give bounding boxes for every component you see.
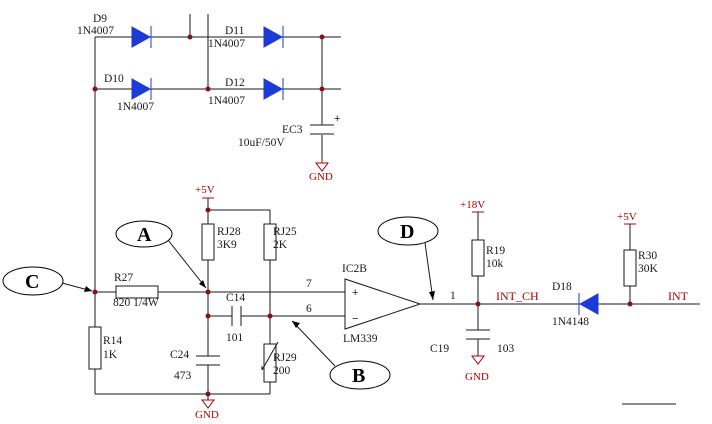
callout-b-label: B (352, 365, 365, 387)
d10-value: 1N4007 (117, 101, 154, 113)
rj25-ref: RJ25 (273, 226, 297, 238)
r19-value: 10k (486, 258, 504, 270)
diode-d10 (131, 78, 152, 100)
callout-c-label: C (25, 271, 39, 293)
ec3-polarity: + (334, 113, 340, 125)
resistor-r30 (623, 249, 637, 287)
diode-d9 (131, 26, 152, 48)
resistor-rj28 (201, 223, 215, 261)
ground-c19 (471, 355, 485, 365)
resistor-rj29 (261, 341, 279, 383)
ic2b-pin-out: 1 (450, 290, 456, 302)
capacitor-c14 (231, 306, 242, 326)
c14-ref: C14 (226, 292, 245, 304)
ic2b-minus-sign: − (352, 313, 358, 325)
ec3-value: 10uF/50V (238, 137, 285, 149)
output-wires (468, 212, 700, 356)
comparator-ic2b (344, 278, 468, 330)
d11-ref: D11 (225, 25, 245, 37)
rj28-value: 3K9 (217, 239, 237, 251)
ground-main (201, 399, 215, 409)
resistor-rj25 (263, 223, 277, 261)
plus5v-label-b: +5V (617, 211, 637, 223)
d9-value: 1N4007 (77, 25, 114, 37)
rj28-ref: RJ28 (217, 226, 241, 238)
gnd-label-ec3: GND (309, 171, 333, 183)
r30-value: 30K (638, 263, 659, 275)
callout-d-label: D (400, 221, 414, 243)
callout-c: C (2, 266, 93, 296)
resistor-r27 (115, 285, 159, 299)
main-wires (94, 198, 345, 400)
capacitor-c19 (466, 329, 490, 340)
c19-ref: C19 (430, 343, 449, 355)
ic2b-part: LM339 (343, 333, 378, 345)
r14-ref: R14 (103, 335, 122, 347)
ic2b-plus-sign: + (352, 287, 358, 299)
net-int-ch: INT_CH (496, 289, 539, 303)
d18-value: 1N4148 (552, 316, 589, 328)
r14-value: 1K (103, 349, 118, 361)
callout-d: D (377, 216, 439, 301)
capacitor-ec3 (310, 124, 334, 135)
d9-ref: D9 (93, 13, 107, 25)
c24-value: 473 (174, 370, 192, 382)
net-int: INT (668, 289, 689, 303)
rj25-value: 2K (273, 239, 288, 251)
resistor-r19 (471, 239, 485, 277)
gnd-label-c19: GND (465, 371, 489, 383)
ec3-ref: EC3 (282, 124, 303, 136)
c14-value: 101 (226, 332, 244, 344)
ground-ec3 (315, 160, 329, 172)
gnd-label-main: GND (195, 409, 219, 421)
diode-d11 (263, 26, 284, 48)
d18-ref: D18 (552, 281, 572, 293)
c24-ref: C24 (170, 349, 189, 361)
plus18v-label: +18V (460, 199, 485, 211)
callout-a: A (115, 220, 207, 289)
r19-ref: R19 (486, 245, 505, 257)
d11-value: 1N4007 (208, 38, 245, 50)
d10-ref: D10 (104, 73, 124, 85)
ic2b-ref: IC2B (342, 263, 367, 275)
callout-b: B (291, 320, 391, 390)
r27-value: 820 1/4W (113, 297, 159, 309)
d12-ref: D12 (225, 77, 245, 89)
capacitor-c24 (196, 355, 220, 366)
plus5v-label-a: +5V (195, 184, 215, 196)
d12-value: 1N4007 (208, 95, 245, 107)
ic2b-pin-minus: 6 (306, 303, 312, 315)
c19-value: 103 (497, 343, 515, 355)
diode-d12 (263, 78, 284, 100)
ic2b-pin-plus: 7 (306, 278, 312, 290)
rj29-value: 200 (273, 365, 291, 377)
resistor-r14 (88, 326, 102, 370)
diode-d18 (578, 293, 599, 315)
r27-ref: R27 (114, 272, 133, 284)
rj29-ref: RJ29 (273, 352, 297, 364)
callout-a-label: A (137, 224, 152, 246)
r30-ref: R30 (638, 250, 657, 262)
